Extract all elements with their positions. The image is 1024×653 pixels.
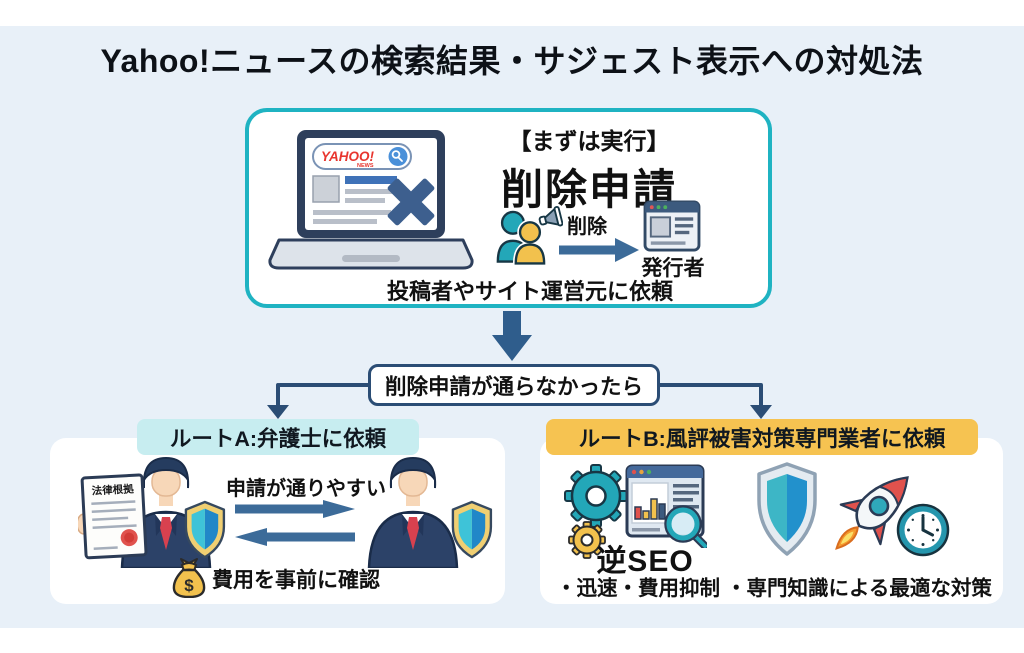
route-a-note: 費用を事前に確認 <box>212 569 380 592</box>
request-arrow-icon <box>559 238 639 262</box>
branch-line-left <box>278 383 374 387</box>
route-b-header: ルートB:風評被害対策専門業者に依頼 <box>546 419 978 455</box>
branch-arrowhead-left-icon <box>267 405 289 419</box>
requester-people-icon <box>496 206 563 267</box>
laptop-base <box>268 238 474 270</box>
megaphone-icon <box>538 206 563 227</box>
panel-caption: 投稿者やサイト運営元に依頼 <box>386 279 673 304</box>
publisher-label: 発行者 <box>641 257 705 280</box>
search-icon <box>388 147 408 166</box>
route-b-point-1: ・迅速・費用抑制 <box>556 577 720 600</box>
yahoo-logo: YAHOO! <box>321 149 375 164</box>
legal-document-icon: 法律根拠 <box>80 473 148 560</box>
delete-action-label: 削除 <box>567 216 607 238</box>
condition-box: 削除申請が通らなかったら <box>368 364 660 406</box>
publisher-window-icon <box>643 200 701 252</box>
rocket-icon <box>835 476 909 550</box>
gears-icon <box>564 464 628 559</box>
document-title: 法律根拠 <box>91 482 134 497</box>
clock-icon <box>896 503 950 557</box>
branch-arrowhead-right-icon <box>750 405 772 419</box>
dollar-symbol: $ <box>184 576 194 595</box>
seo-analysis-icon <box>625 464 707 548</box>
laptop-yahoo-news-icon: YAHOO! NEWS <box>268 130 474 270</box>
route-b-method: 逆SEO <box>596 545 694 578</box>
route-a-benefit: 申請が通りやすい <box>226 478 386 500</box>
branch-line-right <box>654 383 762 387</box>
shield-icon <box>184 500 226 559</box>
shield-icon <box>451 500 493 559</box>
lawyer-with-document-icon: 法律根拠 <box>78 456 226 568</box>
lawyer-hair <box>142 456 190 489</box>
route-b-card: 逆SEO <box>540 438 1003 604</box>
branch-drop-right <box>759 383 763 407</box>
condition-label: 削除申請が通らなかったら <box>384 374 643 399</box>
flow-down-arrow-icon <box>492 311 532 361</box>
lawyer-icon <box>367 456 493 568</box>
money-bag-icon: $ <box>172 558 206 598</box>
page-title: Yahoo!ニュースの検索結果・サジェスト表示への対処法 <box>100 43 924 79</box>
route-a-header: ルートA:弁護士に依頼 <box>137 419 419 455</box>
step-label: 【まずは実行】 <box>508 128 670 154</box>
protection-shield-icon <box>757 462 817 556</box>
branch-drop-left <box>276 383 280 407</box>
route-a-card: 法律根拠 申請が通りやすい <box>50 438 505 604</box>
first-step-panel: YAHOO! NEWS 【まずは実行】 削除申請 <box>245 108 772 308</box>
bar-chart-icon <box>634 498 666 520</box>
x-mark-icon <box>387 178 435 226</box>
yahoo-logo-news: NEWS <box>357 163 374 169</box>
route-b-point-2: ・専門知識による最適な対策 <box>726 577 992 600</box>
exchange-arrows-icon <box>235 500 355 546</box>
magnifier-icon <box>664 505 707 548</box>
